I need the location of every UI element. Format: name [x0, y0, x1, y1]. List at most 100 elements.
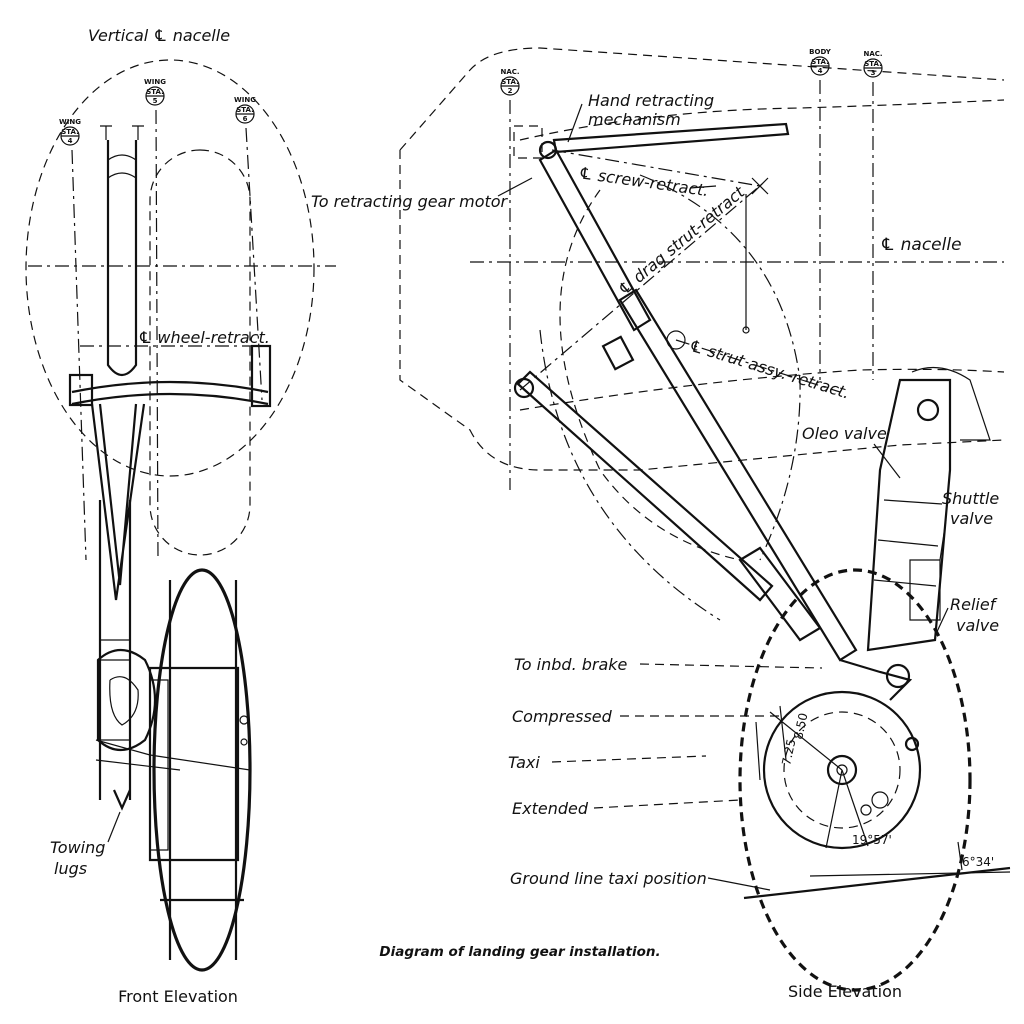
- wing-sta-5-line: [155, 109, 159, 561]
- brace-pivot: [513, 377, 535, 399]
- gear-detail-1: [871, 791, 889, 809]
- brake-detail: [109, 676, 139, 726]
- wing-sta-5-marker: WING STA. 5: [144, 78, 166, 106]
- screw-pivot-mark: [751, 177, 769, 195]
- angle-ref-2: [841, 769, 869, 847]
- svg-text:3: 3: [871, 69, 876, 77]
- screw-retract-line: [551, 149, 761, 187]
- vertical-nacelle-label: Vertical ℄ nacelle: [88, 26, 230, 45]
- svg-text:WING: WING: [234, 96, 256, 104]
- relief-valve-label-1: Relief: [950, 595, 998, 614]
- drag-strut-label: ℄ drag strut-retract: [614, 182, 748, 299]
- relief-valve-body: [909, 559, 941, 621]
- retracted-wheel-outline: [149, 149, 251, 556]
- strut-assy-label: ℄ strut assy.-retract.: [687, 336, 852, 403]
- axle-center: [836, 764, 848, 776]
- svg-text:STA.: STA.: [146, 88, 163, 96]
- hand-retracting-label-1: Hand retracting: [588, 91, 714, 110]
- svg-text:WING: WING: [144, 78, 166, 86]
- front-elevation-caption: Front Elevation: [118, 987, 238, 1006]
- wheel-hub: [148, 666, 240, 862]
- torque-link-pivot: [885, 663, 911, 689]
- dim-850: 8.50: [791, 712, 810, 741]
- lower-brace: [516, 370, 774, 602]
- towing-label-1: Towing: [50, 838, 105, 857]
- wing-lower-line: [519, 368, 1005, 411]
- hand-retracting-label-2: mechanism: [588, 110, 681, 129]
- wing-sta-6-marker: WING STA. 6: [234, 96, 256, 124]
- dim-725: 7.25: [779, 738, 798, 767]
- body-sta-4-marker: BODY STA. 4: [809, 48, 832, 76]
- axle-lines: [95, 739, 251, 771]
- brake-disc: [783, 711, 901, 829]
- valve-stem: [239, 715, 249, 725]
- torque-link: [839, 658, 913, 701]
- cross-beam: [71, 380, 269, 406]
- front-elevation: [25, 59, 336, 972]
- wheel-tire: [152, 568, 252, 972]
- brace-link: [738, 546, 822, 642]
- nacelle-label: ℄ nacelle: [880, 235, 962, 255]
- towing-lug: [112, 789, 132, 811]
- oleo-top-fitting: [916, 398, 940, 422]
- strut-assy-line: [675, 339, 841, 393]
- oleo-valve-label: Oleo valve: [802, 424, 887, 443]
- svg-text:BODY: BODY: [809, 48, 832, 56]
- nac-sta-3-marker: NAC. STA. 3: [863, 50, 883, 78]
- angle-ref-1: [825, 769, 843, 849]
- strut-bands-lower: [100, 639, 130, 741]
- svg-text:5: 5: [153, 97, 158, 105]
- side-elevation-caption: Side Elevation: [788, 982, 902, 1001]
- relief-valve-label-2: valve: [956, 616, 999, 635]
- wing-sta-6-line: [245, 127, 263, 401]
- svg-text:STA.: STA.: [864, 60, 881, 68]
- nacelle-outline: [25, 59, 315, 477]
- svg-text:2: 2: [508, 87, 513, 95]
- nacelle-outline-side: [399, 47, 1005, 471]
- retract-arc-2: [539, 329, 721, 621]
- nac-sta-2-marker: NAC. STA. 2: [500, 68, 520, 96]
- wing-sta-4-line: [71, 149, 87, 561]
- leader-lines: [497, 103, 949, 891]
- dimension-lines: [755, 705, 843, 781]
- brake-housing: [96, 648, 157, 752]
- shuttle-valve-label-2: valve: [950, 509, 993, 528]
- brake-fitting: [904, 736, 920, 752]
- oleo-bands: [873, 499, 943, 587]
- angle-19-57: 19°57': [852, 833, 892, 847]
- mechanism-box: [513, 125, 543, 159]
- hub-bolt: [240, 738, 248, 746]
- strut-bands: [107, 154, 137, 179]
- right-fitting: [250, 344, 272, 408]
- mount-bracket: [911, 366, 991, 441]
- screw-actuator: [538, 148, 652, 332]
- wheel-tire-sides: [168, 580, 238, 960]
- retracting-motor-label: To retracting gear motor: [311, 192, 509, 211]
- wing-sta-4-marker: WING STA. 4: [59, 118, 81, 146]
- svg-text:4: 4: [818, 67, 823, 75]
- retracted-wheel-arc: [559, 189, 741, 561]
- oleo-strut: [866, 378, 952, 652]
- v-brace: [90, 403, 146, 601]
- svg-text:STA.: STA.: [61, 128, 78, 136]
- svg-text:NAC.: NAC.: [863, 50, 882, 58]
- svg-text:WING: WING: [59, 118, 81, 126]
- pivot-dot: [742, 326, 750, 334]
- wing-upper-line: [519, 99, 1005, 141]
- towing-leader: [107, 811, 121, 843]
- svg-text:STA.: STA.: [811, 58, 828, 66]
- angle-tick: [957, 841, 963, 871]
- svg-text:STA.: STA.: [501, 78, 518, 86]
- gear-detail-2: [860, 804, 872, 816]
- actuator-collar: [601, 335, 635, 371]
- svg-text:6: 6: [243, 115, 248, 123]
- svg-text:4: 4: [68, 137, 73, 145]
- drag-strut-line: [519, 183, 763, 391]
- hub-flange: [150, 679, 169, 851]
- compressed-label: Compressed: [512, 707, 613, 726]
- side-elevation: [399, 47, 1011, 992]
- shuttle-valve-label-1: Shuttle: [942, 489, 999, 508]
- ground-reference: [809, 871, 1011, 877]
- strut-top-fitting: [100, 125, 144, 140]
